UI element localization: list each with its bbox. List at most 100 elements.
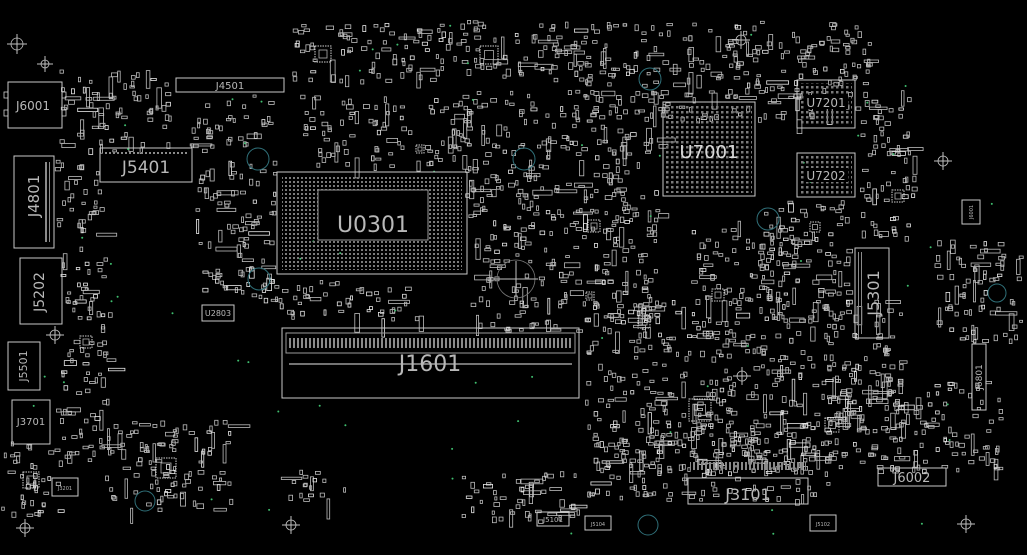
passive-pad <box>61 87 65 92</box>
passive-pad <box>829 45 833 52</box>
passive-pad <box>881 426 888 431</box>
connector-j5301[interactable]: J5301 <box>854 247 890 339</box>
passive-pad <box>172 448 177 453</box>
passive-pad <box>824 354 828 361</box>
passive-pad <box>558 300 564 305</box>
passive-pad <box>188 431 196 435</box>
passive-pad <box>585 399 589 406</box>
connector-j5401[interactable]: J5401 <box>99 147 193 183</box>
passive-pad <box>228 430 232 436</box>
passive-pad <box>278 298 283 303</box>
passive-pad <box>838 76 842 81</box>
passive-pad <box>201 450 205 468</box>
passive-pad <box>968 392 972 399</box>
passive-pad <box>371 155 375 162</box>
gpu-u7001[interactable]: U7001 <box>662 101 756 197</box>
passive-pad <box>514 314 522 318</box>
passive-pad <box>644 319 649 323</box>
connector-j5501[interactable]: J5501 <box>7 341 41 391</box>
passive-pad <box>544 247 548 253</box>
connector-j5104[interactable]: J5104 <box>584 515 612 531</box>
passive-pad <box>443 106 449 110</box>
passive-pad <box>796 403 803 408</box>
passive-pad <box>863 59 879 63</box>
passive-pad <box>54 167 61 172</box>
connector-j6001[interactable]: J6001 <box>3 81 67 129</box>
passive-pad <box>686 77 691 85</box>
passive-pad <box>201 448 206 455</box>
passive-pad <box>899 436 903 442</box>
passive-pad <box>838 315 843 320</box>
passive-pad <box>461 514 466 519</box>
passive-pad <box>207 241 212 249</box>
passive-pad <box>530 101 535 107</box>
passive-pad <box>867 153 873 157</box>
connector-j5102[interactable]: J5102 <box>809 514 837 532</box>
passive-pad <box>573 473 577 478</box>
passive-pad <box>746 41 749 56</box>
passive-pad <box>476 91 482 95</box>
connector-j6002[interactable]: J6002 <box>877 467 947 487</box>
connector-j6001-right[interactable]: J6001 <box>961 199 981 225</box>
passive-pad <box>303 498 310 502</box>
passive-pad <box>319 492 325 498</box>
passive-pad <box>96 232 118 237</box>
passive-pad <box>419 67 436 72</box>
passive-pad <box>586 81 592 87</box>
chip-u2803[interactable]: U2803 <box>201 304 235 322</box>
passive-pad <box>691 230 697 235</box>
passive-pad <box>892 229 897 234</box>
passive-pad <box>242 104 247 109</box>
slot-j1601[interactable]: J1601 <box>281 327 580 399</box>
passive-pad <box>467 19 471 25</box>
passive-pad <box>653 105 657 128</box>
passive-pad <box>855 448 861 453</box>
passive-pad <box>401 126 407 132</box>
connector-j3701[interactable]: J3701 <box>11 399 51 445</box>
connector-j3101[interactable]: J3101 <box>687 462 809 505</box>
via <box>358 69 361 72</box>
cpu-u0301[interactable]: U0301 <box>276 171 468 275</box>
connector-j5101[interactable]: J5101 <box>536 511 570 527</box>
connector-j3201[interactable]: J3201 <box>51 477 79 497</box>
passive-pad <box>371 61 376 69</box>
connector-j4501[interactable]: J4501 <box>175 77 285 93</box>
passive-pad <box>838 465 844 470</box>
passive-pad <box>624 170 630 175</box>
passive-pad <box>837 397 841 404</box>
passive-pad <box>949 441 954 448</box>
passive-pad <box>493 64 498 69</box>
passive-pad <box>959 389 965 394</box>
passive-pad <box>783 418 787 425</box>
passive-pad <box>398 36 416 40</box>
connector-j4801[interactable]: J4801 <box>13 155 55 249</box>
passive-pad <box>726 452 732 457</box>
passive-pad <box>496 124 503 137</box>
passive-pad <box>404 301 408 307</box>
vram-u7202[interactable]: U7202 <box>796 152 856 198</box>
passive-pad <box>639 258 644 264</box>
passive-pad <box>104 125 109 130</box>
passive-pad <box>79 246 84 253</box>
passive-pad <box>620 216 625 224</box>
passive-pad <box>948 426 952 434</box>
passive-pad <box>761 350 766 356</box>
passive-pad <box>877 333 883 338</box>
connector-j6801[interactable]: J6801 <box>971 343 987 411</box>
passive-components-layer <box>1 19 1024 535</box>
connector-j5202[interactable]: J5202 <box>19 257 63 325</box>
passive-pad <box>763 414 768 419</box>
passive-pad <box>767 251 774 255</box>
passive-pad <box>606 490 610 497</box>
vram-u7201[interactable]: U7201 <box>796 79 856 129</box>
passive-pad <box>884 417 889 422</box>
passive-pad <box>612 292 616 299</box>
passive-pad <box>539 230 546 236</box>
passive-pad <box>800 55 807 59</box>
passive-pad <box>630 245 636 249</box>
passive-pad <box>495 186 501 190</box>
passive-pad <box>978 456 985 461</box>
passive-pad <box>826 36 831 41</box>
qfn-chip <box>585 291 595 301</box>
